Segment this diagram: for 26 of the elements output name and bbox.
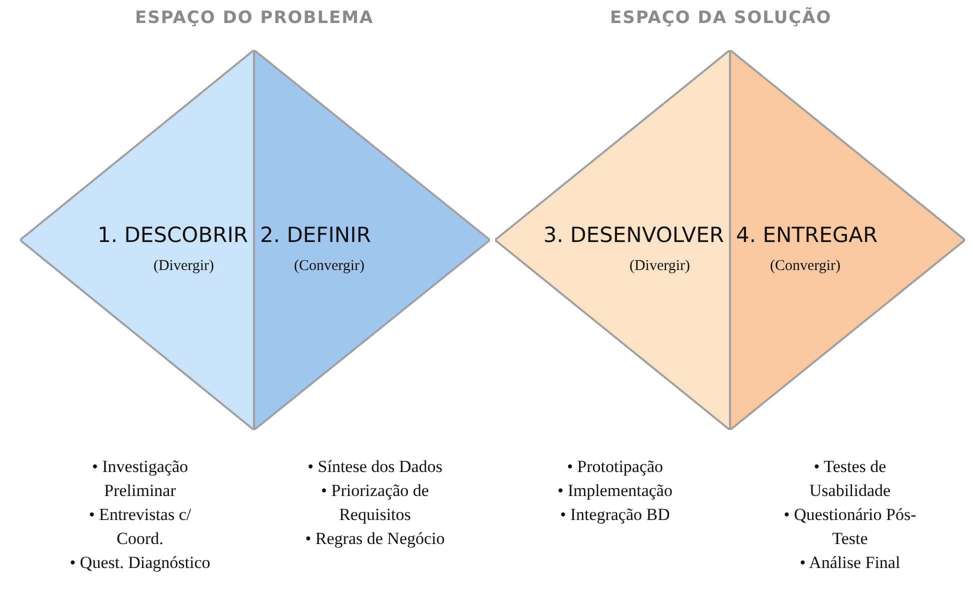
bullet-item: • Síntese dos Dados — [306, 456, 444, 478]
phase-title: 3. DESENVOLVER — [543, 223, 724, 247]
bullet-item: • Análise Final — [798, 552, 902, 574]
phase-title: 2. DEFINIR — [260, 223, 371, 247]
phase-subtitle: (Convergir) — [770, 258, 841, 275]
bullet-item: • Investigação Preliminar — [90, 456, 190, 502]
bullet-item: • Entrevistas c/ Coord. — [88, 504, 192, 550]
bullet-item: • Quest. Diagnóstico — [68, 552, 212, 574]
bullet-item: • Testes de Usabilidade — [808, 456, 892, 502]
phase-subtitle: (Divergir) — [629, 258, 690, 275]
half-diamond — [495, 50, 730, 430]
bullet-item: • Priorização de Requisitos — [320, 480, 430, 526]
phase-subtitle: (Convergir) — [294, 258, 365, 275]
section-heading: ESPAÇO DO PROBLEMA — [135, 8, 374, 28]
half-diamond — [730, 50, 965, 430]
half-diamond — [254, 50, 490, 430]
phase-title: 4. ENTREGAR — [736, 223, 878, 247]
section-heading: ESPAÇO DA SOLUÇÃO — [610, 8, 832, 28]
bullet-item: • Regras de Negócio — [304, 528, 446, 550]
bullet-item: • Questionário Pós-Teste — [782, 504, 918, 550]
bullet-item: • Integração BD — [559, 504, 671, 526]
half-diamond — [20, 50, 254, 430]
phase-subtitle: (Divergir) — [153, 258, 214, 275]
bullet-item: • Implementação — [556, 480, 674, 502]
phase-title: 1. DESCOBRIR — [98, 223, 248, 247]
bullet-item: • Prototipação — [566, 456, 664, 478]
